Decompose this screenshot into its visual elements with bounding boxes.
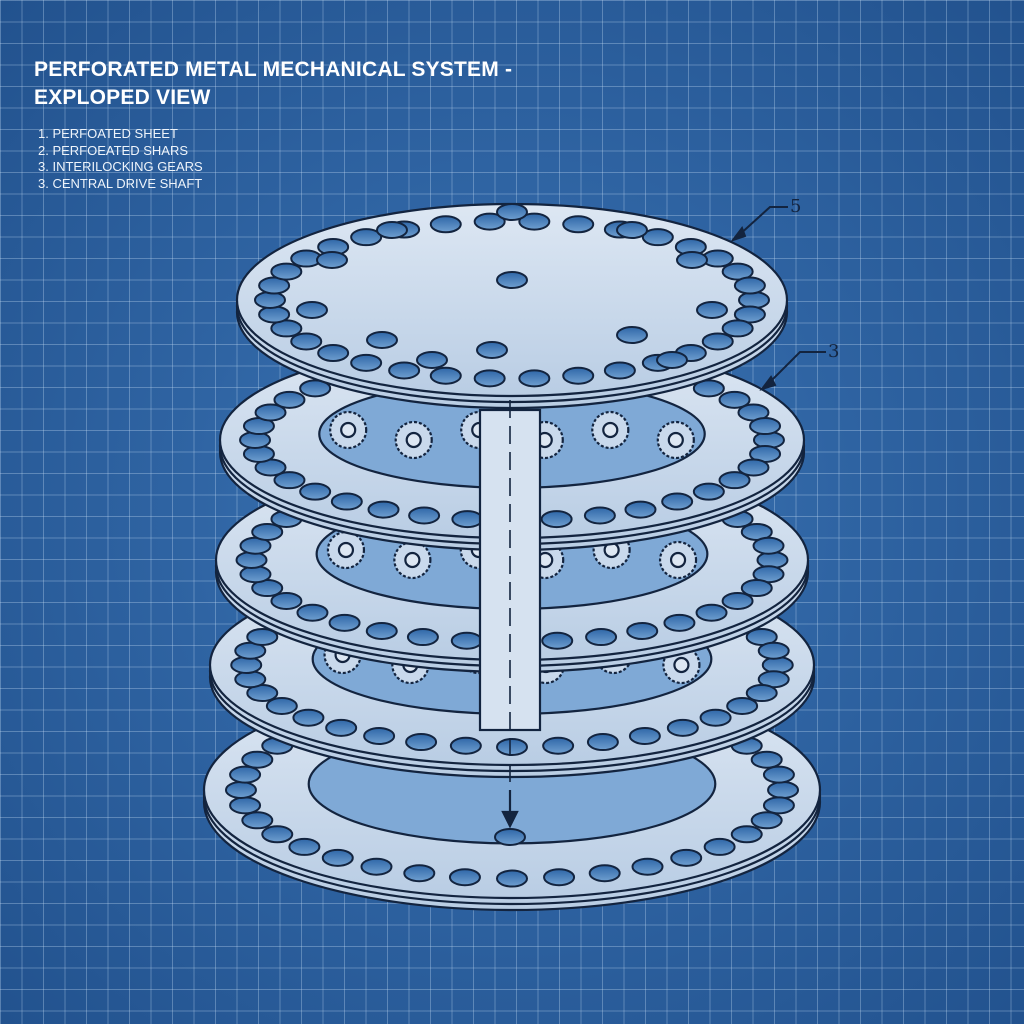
- legend-item: 3. CENTRAL DRIVE SHAFT: [38, 175, 203, 191]
- title-line-1: PERFORATED METAL MECHANICAL SYSTEM -: [34, 58, 513, 81]
- callout-5: [730, 206, 788, 242]
- legend: 1. PERFOATED SHEET 2. PERFOEATED SHARS 3…: [38, 126, 203, 192]
- callout-label-3: 3: [828, 341, 839, 362]
- callout-label-5: 5: [790, 196, 801, 217]
- diagram-title: PERFORATED METAL MECHANICAL SYSTEM - EXP…: [34, 56, 512, 112]
- central-drive-shaft: [478, 400, 542, 829]
- callout-3: [759, 351, 826, 391]
- legend-item: 1. PERFOATED SHEET: [38, 126, 178, 141]
- title-line-2: EXPLOPED VIEW: [34, 86, 211, 109]
- perforated-plate: [235, 202, 789, 410]
- legend-item: 3. INTERILOCKING GEARS: [38, 159, 203, 174]
- legend-item: 2. PERFOEATED SHARS: [38, 142, 189, 158]
